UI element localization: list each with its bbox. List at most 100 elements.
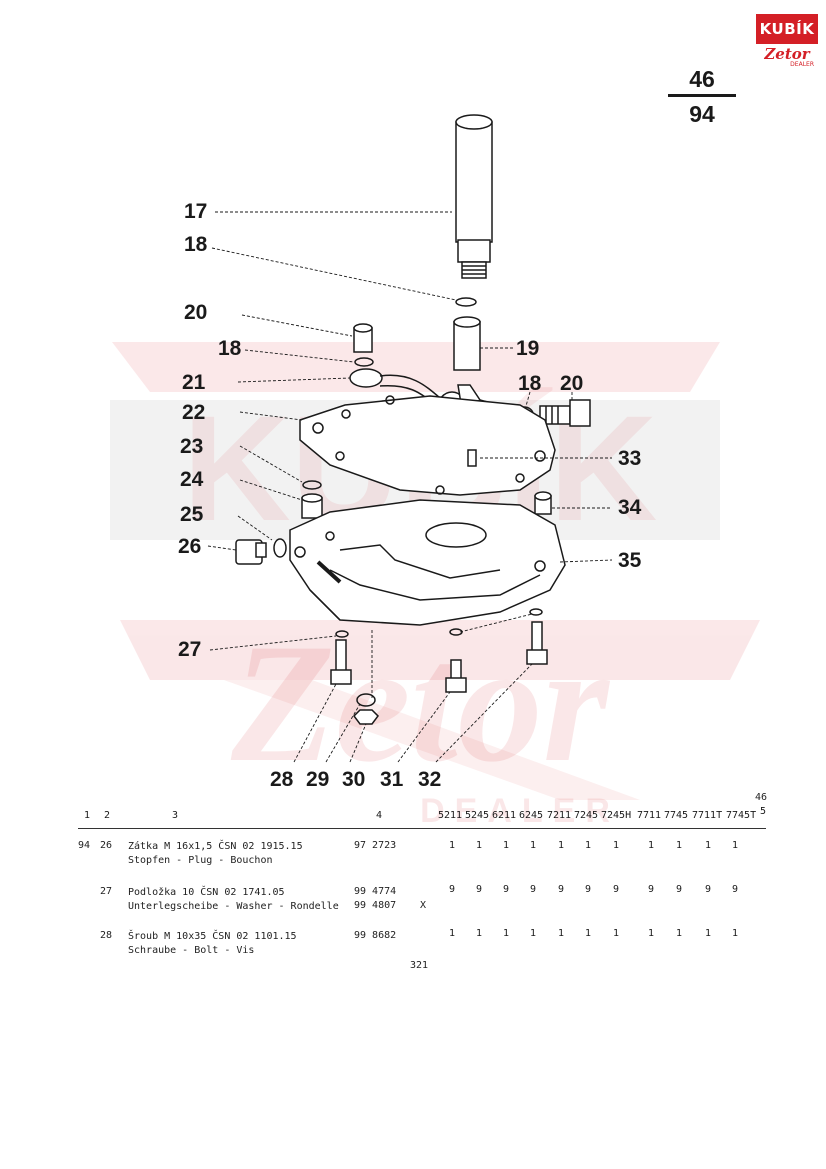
row-27-mark: X [420,900,427,911]
row-28-qty-7745: 1 [675,928,683,939]
row-26-page: 94 [78,840,91,851]
row-26-qty-6211: 1 [502,840,510,851]
row-27-qty-6245: 9 [529,884,537,895]
row-28-qty-7745T: 1 [731,928,739,939]
col-header-4: 4 [376,810,383,821]
row-28-qty-7211: 1 [557,928,565,939]
row-27-qty-7711: 9 [647,884,655,895]
model-7245: 7245 [574,810,599,821]
callout-21: 21 [182,371,206,394]
part-31-bolt [445,659,467,693]
callout-26: 26 [178,535,202,558]
footer-page-number: 321 [410,960,429,971]
callout-19: 19 [516,337,540,360]
logo-brand: KUBÍK [759,20,815,38]
col-header-2: 2 [104,810,111,821]
row-28-qty-5211: 1 [448,928,456,939]
callout-33: 33 [618,447,642,470]
callout-22: 22 [182,401,206,424]
part-28-bolt [330,639,352,685]
row-28-desc-1: Šroub M 10x35 ČSN 02 1101.15 [128,931,297,942]
part-18-washer-left [354,357,374,367]
table-header-rule [78,828,766,829]
row-26-qty-6245: 1 [529,840,537,851]
callout-29: 29 [306,768,330,791]
row-27-qty-7245H: 9 [612,884,620,895]
col-header-5: 5 [760,806,767,817]
callout-35: 35 [618,549,642,572]
table-corner-label: 46 [755,792,768,803]
part-33-pin [467,449,477,467]
part-35-housing [289,499,566,626]
model-6211: 6211 [492,810,517,821]
row-27-qty-6211: 9 [502,884,510,895]
row-27-qty-7711T: 9 [704,884,712,895]
callout-17: 17 [184,200,208,223]
row-26-qty-5211: 1 [448,840,456,851]
part-27-washers [335,608,543,638]
part-22-gasket [299,395,556,496]
part-24-plug [301,493,323,519]
callout-18-top: 18 [184,233,208,256]
row-26-qty-7711T: 1 [704,840,712,851]
row-27-qty-7211: 9 [557,884,565,895]
row-26-pos: 26 [100,840,113,851]
row-27-pos: 27 [100,886,113,897]
row-27-qty-7745: 9 [675,884,683,895]
row-27-desc-2: Unterlegscheibe - Washer - Rondelle [128,901,339,912]
part-17-pipe [455,114,493,279]
row-27-qty-7245: 9 [584,884,592,895]
logo-sub: Zetor [764,45,810,63]
row-28-qty-7245: 1 [584,928,592,939]
row-28-qty-7245H: 1 [612,928,620,939]
callout-20-right: 20 [560,372,584,395]
row-27-part-number-2: 99 4807 [354,900,397,911]
row-27-desc-1: Podložka 10 ČSN 02 1741.05 [128,887,285,898]
row-28-desc-2: Schraube - Bolt - Vis [128,945,255,956]
row-26-qty-7711: 1 [647,840,655,851]
callout-32: 32 [418,768,442,791]
callout-20-left: 20 [184,301,208,324]
watermark-sub: Zetor [230,609,611,797]
model-7745: 7745 [664,810,689,821]
watermark-dealer: DEALER [420,792,620,830]
callout-27: 27 [178,638,202,661]
exploded-diagram [207,114,613,763]
part-20-left [353,323,373,353]
part-29-washer [356,693,376,707]
model-7745T: 7745T [726,810,757,821]
row-26-qty-7245H: 1 [612,840,620,851]
row-28-qty-6211: 1 [502,928,510,939]
part-19-sleeve [453,316,481,371]
row-27-qty-7745T: 9 [731,884,739,895]
row-26-qty-7211: 1 [557,840,565,851]
col-header-1: 1 [84,810,91,821]
row-28-qty-7711T: 1 [704,928,712,939]
callout-34: 34 [618,496,642,519]
callout-30: 30 [342,768,366,791]
part-23-washer [302,480,322,490]
row-26-qty-7245: 1 [584,840,592,851]
model-5211: 5211 [438,810,463,821]
part-25-washer [273,538,287,558]
part-30-nut [353,709,379,725]
row-26-qty-5245: 1 [475,840,483,851]
row-28-pos: 28 [100,930,113,941]
row-26-desc-2: Stopfen - Plug - Bouchon [128,855,273,866]
callout-31: 31 [380,768,404,791]
row-28-qty-5245: 1 [475,928,483,939]
model-7711: 7711 [637,810,662,821]
page-ref-divider [668,94,736,97]
model-7711T: 7711T [692,810,723,821]
callout-23: 23 [180,435,204,458]
model-5245: 5245 [465,810,490,821]
row-27-part-number-1: 99 4774 [354,886,397,897]
model-7245H: 7245H [601,810,632,821]
row-28-qty-7711: 1 [647,928,655,939]
brand-logo: KUBÍK Zetor DEALER [756,14,818,72]
part-20-right [539,399,591,427]
model-6245: 6245 [519,810,544,821]
row-26-desc-1: Zátka M 16x1,5 ČSN 02 1915.15 [128,841,303,852]
row-26-part-number: 97 2723 [354,840,397,851]
row-26-qty-7745: 1 [675,840,683,851]
